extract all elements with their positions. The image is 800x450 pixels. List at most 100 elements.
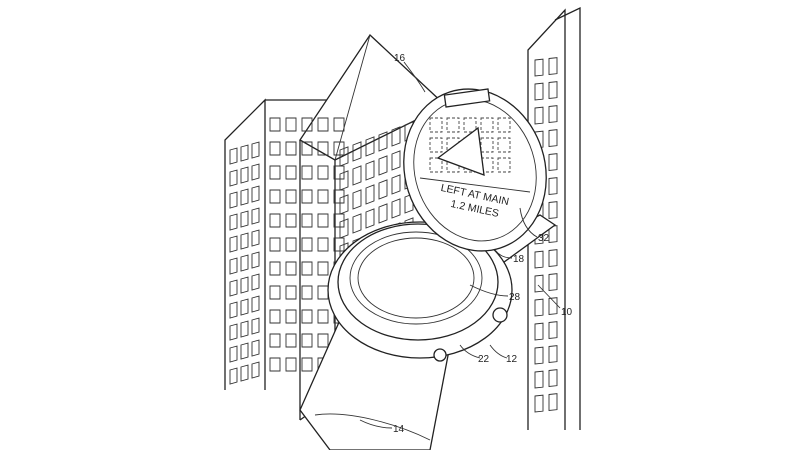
building-window	[317, 333, 329, 348]
building-window	[480, 117, 494, 133]
building-window	[317, 237, 329, 252]
building-window	[269, 285, 281, 300]
building-window	[391, 126, 401, 147]
building-window	[317, 261, 329, 276]
building-window	[301, 213, 313, 228]
ref-22: 22	[478, 354, 490, 365]
building-window	[269, 309, 281, 324]
building-window	[285, 117, 297, 132]
building-window	[251, 229, 260, 247]
building-window	[339, 170, 349, 191]
building-window	[378, 203, 388, 224]
building-window	[301, 261, 313, 276]
building-window	[229, 213, 238, 231]
building-window	[229, 367, 238, 385]
ref-12: 12	[506, 354, 518, 365]
building-window	[285, 261, 297, 276]
building-window	[240, 364, 249, 382]
building-window	[229, 169, 238, 187]
building-window	[269, 213, 281, 228]
building-window	[301, 237, 313, 252]
ref-16: 16	[394, 53, 406, 64]
building-window	[229, 257, 238, 275]
building-window	[251, 163, 260, 181]
building-window	[285, 237, 297, 252]
building-window	[285, 213, 297, 228]
building-window	[285, 165, 297, 180]
building-window	[317, 117, 329, 132]
building-window	[285, 333, 297, 348]
building-window	[269, 261, 281, 276]
building-window	[229, 147, 238, 165]
building-window	[534, 346, 544, 365]
building-window	[317, 165, 329, 180]
building-window	[285, 189, 297, 204]
building-window	[497, 157, 511, 173]
building-window	[548, 345, 558, 364]
building-window	[285, 309, 297, 324]
building-window	[251, 295, 260, 313]
building-window	[534, 250, 544, 269]
building-window	[251, 339, 260, 357]
building-window	[251, 251, 260, 269]
building-window	[285, 285, 297, 300]
building-window	[429, 117, 443, 133]
building-window	[497, 137, 511, 153]
building-window	[229, 279, 238, 297]
building-window	[333, 189, 345, 204]
building-window	[534, 106, 544, 125]
building-window	[365, 136, 375, 157]
building-window	[339, 218, 349, 239]
building-window	[548, 201, 558, 220]
building-window	[301, 165, 313, 180]
building-window	[548, 297, 558, 316]
building-window	[317, 309, 329, 324]
building-window	[229, 323, 238, 341]
building-window	[301, 285, 313, 300]
building-window	[365, 160, 375, 181]
building-window	[240, 342, 249, 360]
building-window	[317, 141, 329, 156]
leader-lines	[359, 61, 561, 429]
building-window	[548, 369, 558, 388]
building-window	[429, 137, 443, 153]
building-window	[352, 213, 362, 234]
building-window	[534, 298, 544, 317]
building-window	[251, 185, 260, 203]
building-window	[548, 177, 558, 196]
building-window	[548, 153, 558, 172]
lid-hinge	[443, 88, 491, 108]
building-window	[365, 184, 375, 205]
building-window	[317, 213, 329, 228]
watch-case	[327, 221, 513, 362]
building-window	[251, 207, 260, 225]
building-window	[240, 298, 249, 316]
building-window	[333, 117, 345, 132]
building-window	[301, 141, 313, 156]
building-window	[534, 322, 544, 341]
building-window	[391, 174, 401, 195]
building-window	[548, 81, 558, 100]
building-window	[301, 333, 313, 348]
building-window	[548, 273, 558, 292]
building-window	[339, 194, 349, 215]
building-window	[269, 165, 281, 180]
crown-button	[492, 307, 508, 323]
building-window	[317, 189, 329, 204]
building-window	[534, 274, 544, 293]
building-window	[391, 150, 401, 171]
building-window	[269, 237, 281, 252]
building-window	[548, 249, 558, 268]
building-window	[301, 309, 313, 324]
building-window	[269, 333, 281, 348]
building-window	[446, 117, 460, 133]
building-window	[251, 361, 260, 379]
building-window	[229, 345, 238, 363]
building-window	[333, 213, 345, 228]
building-window	[548, 57, 558, 76]
building-window	[317, 285, 329, 300]
left-building	[224, 98, 345, 390]
building-window	[269, 357, 281, 372]
building-window	[229, 235, 238, 253]
